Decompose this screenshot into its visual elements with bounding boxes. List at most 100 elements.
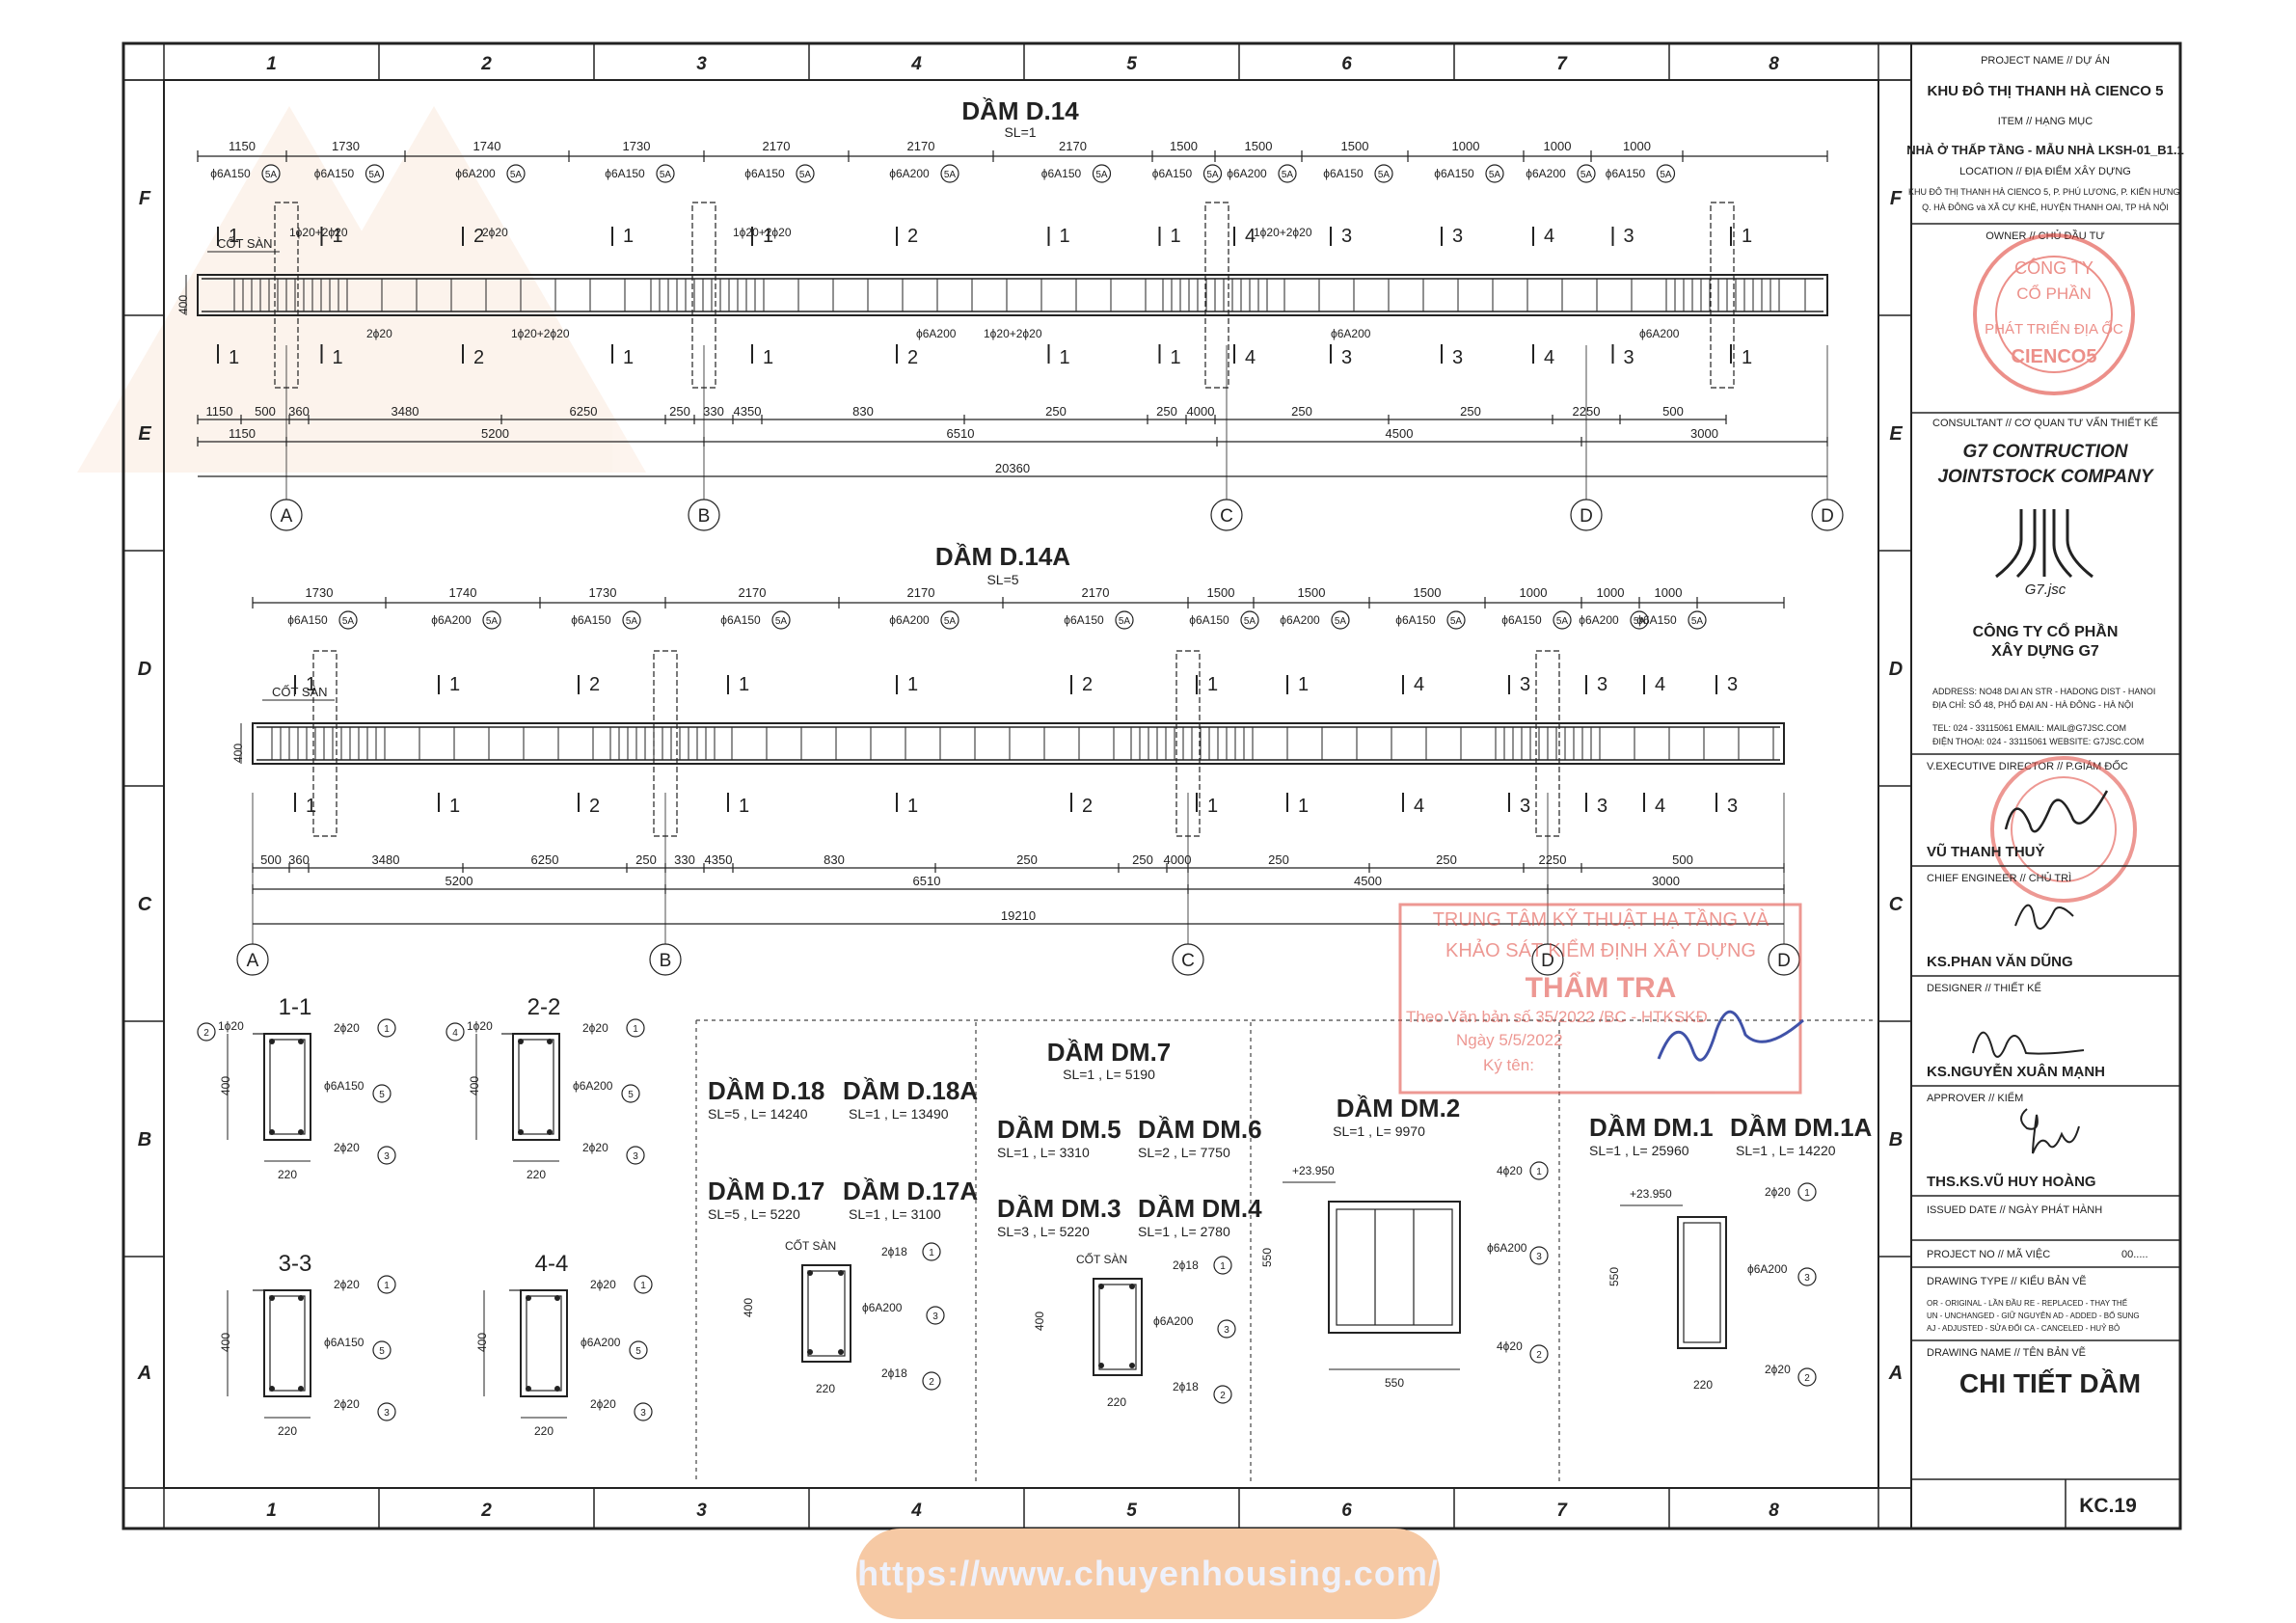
rebar-dot (1098, 1363, 1104, 1368)
bar-mark: 2 (1797, 1367, 1817, 1387)
watermark-url-bar[interactable]: https://www.chuyenhousing.com/ (856, 1528, 1440, 1619)
bar-mark-circle (197, 1022, 216, 1041)
grid-row-label-right: F (1890, 188, 1903, 209)
beam-d17a-info: SL=1 , L= 3100 (849, 1206, 941, 1222)
small-section-stirrup (807, 1270, 846, 1357)
stirrup-label: ϕ6A150 (720, 613, 761, 627)
bar-mark-circle (1213, 1385, 1232, 1404)
section-cut-label: 3 (1520, 796, 1530, 817)
bar-mark: 2 (1213, 1385, 1232, 1404)
span-dim-value: 3000 (1652, 874, 1680, 888)
bar-mark-label: 5A (1244, 616, 1256, 627)
bar-mark-label: 3 (1536, 1252, 1542, 1262)
review-stamp: TRUNG TÂM KỸ THUẬT HẠ TẦNG VÀ KHẢO SÁT K… (1398, 903, 1802, 1095)
type-label: DRAWING TYPE // KIỂU BẢN VẼ (1927, 1275, 2087, 1287)
rebar-dot (298, 1295, 304, 1301)
section-cut-label: 1 (763, 226, 773, 247)
bottom-dim-value: 4350 (705, 852, 733, 867)
consultant-line1: G7 CONTRUCTION (1963, 442, 2129, 462)
bar-mark-circle (621, 1084, 640, 1103)
grid-col-label-bottom: 5 (1126, 1501, 1137, 1521)
bar-mark: 5A (1202, 164, 1223, 183)
small-section-height: 400 (742, 1298, 755, 1317)
dm1-bottom-bar: 2ϕ20 (1765, 1363, 1791, 1376)
section-top-bar: 2ϕ20 (582, 1021, 608, 1035)
bar-mark-circle (771, 610, 791, 630)
bar-mark-circle (377, 1146, 396, 1165)
bar-mark-label: 5A (944, 170, 957, 180)
bottom-dim-value: 250 (1291, 404, 1312, 419)
bar-mark-label: 2 (203, 1028, 209, 1039)
bar-mark: 5A (1331, 610, 1350, 630)
beam-dm2-info: SL=1 , L= 9970 (1333, 1123, 1425, 1139)
section-top-bar: 2ϕ20 (334, 1021, 360, 1035)
bar-mark-label: 5A (1556, 616, 1569, 627)
type-row2: UN - UNCHANGED - GIỮ NGUYÊN AD - ADDED -… (1927, 1312, 2140, 1320)
bar-mark-circle (1374, 164, 1393, 183)
bar-mark-circle (922, 1242, 941, 1261)
bar-mark: 5 (629, 1340, 648, 1360)
bar-mark-circle (1115, 610, 1134, 630)
bar-mark-circle (1092, 164, 1112, 183)
section-cut-label: 4 (1544, 226, 1554, 247)
beam-dm7-info: SL=1 , L= 5190 (1063, 1067, 1155, 1082)
axis-bubble (1210, 499, 1243, 531)
review-stamp-line3: Theo Văn bản số 35/2022 /BC - HTKSKĐ (1406, 1008, 1708, 1026)
top-dim-value: 1730 (306, 585, 334, 600)
project-label: PROJECT NAME // DỰ ÁN (1981, 54, 2110, 67)
beam-outline (197, 274, 1828, 316)
section-title: 2-2 (527, 994, 561, 1020)
bar-mark-circle (446, 1022, 465, 1041)
drawing-name: CHI TIẾT DẦM (1959, 1368, 2141, 1398)
g7-logo-text: G7.jsc (2025, 582, 2066, 598)
bar-mark: 5A (1553, 610, 1572, 630)
section-cut-label: 3 (1597, 674, 1607, 695)
bottom-bar-label: 1ϕ20+2ϕ20 (984, 327, 1042, 340)
top-dim-value: 2170 (907, 585, 935, 600)
rebar-dot (269, 1386, 275, 1392)
dm1-level: +23.950 (1630, 1187, 1672, 1201)
section-cut-label: 1 (306, 796, 316, 817)
beam-dm1a-name: DẦM DM.1A (1730, 1113, 1873, 1142)
small-section-top-bar: 2ϕ18 (881, 1245, 907, 1258)
bottom-dim-value: 830 (852, 404, 874, 419)
bar-mark: 5A (1374, 164, 1393, 183)
bar-mark-label: 5A (944, 616, 957, 627)
bar-mark-circle (796, 164, 815, 183)
bar-mark-label: 1 (384, 1281, 390, 1291)
rebar-dot (807, 1349, 813, 1355)
rebar-dot (554, 1295, 560, 1301)
background-watermark (77, 106, 646, 473)
project-no: 00..... (2121, 1249, 2148, 1260)
section-cut-label: 1 (1298, 674, 1309, 695)
bar-mark-label: 5A (1691, 616, 1704, 627)
section-cut-label: 1 (907, 674, 918, 695)
rebar-dot (838, 1349, 844, 1355)
g7-logo-icon (1995, 509, 2093, 579)
bar-mark-circle (1553, 610, 1572, 630)
section-stirrup-label: ϕ6A200 (573, 1079, 613, 1093)
top-dim-value: 1150 (229, 139, 256, 153)
bar-mark-circle (1797, 1367, 1817, 1387)
floor-level-label: CỐT SÀN (272, 685, 328, 699)
bar-mark-circle (1630, 610, 1649, 630)
bar-mark: 5A (338, 610, 358, 630)
bottom-dim-value: 250 (669, 404, 690, 419)
bar-mark: 5A (365, 164, 385, 183)
review-stamp-line1: TRUNG TÂM KỸ THUẬT HẠ TẦNG VÀ (1433, 907, 1769, 931)
bar-mark-label: 5 (635, 1346, 641, 1357)
beam-d17-info: SL=5 , L= 5220 (708, 1206, 800, 1222)
bar-mark: 2 (1529, 1344, 1549, 1364)
stirrup-label: ϕ6A150 (1152, 167, 1193, 180)
bar-mark-label: 3 (384, 1408, 390, 1419)
watermark-url[interactable]: https://www.chuyenhousing.com/ (857, 1554, 1439, 1593)
grid-col-label-top: 4 (910, 54, 922, 74)
section-cut-label: 1 (1207, 796, 1218, 817)
beam-dm1: DẦM DM.1 SL=1 , L= 25960 DẦM DM.1A SL=1 … (1589, 1113, 1873, 1158)
section-height: 400 (219, 1076, 232, 1096)
bar-mark-label: 3 (640, 1408, 646, 1419)
axis-label: D (1777, 951, 1791, 971)
bar-mark-label: 3 (1224, 1325, 1229, 1336)
